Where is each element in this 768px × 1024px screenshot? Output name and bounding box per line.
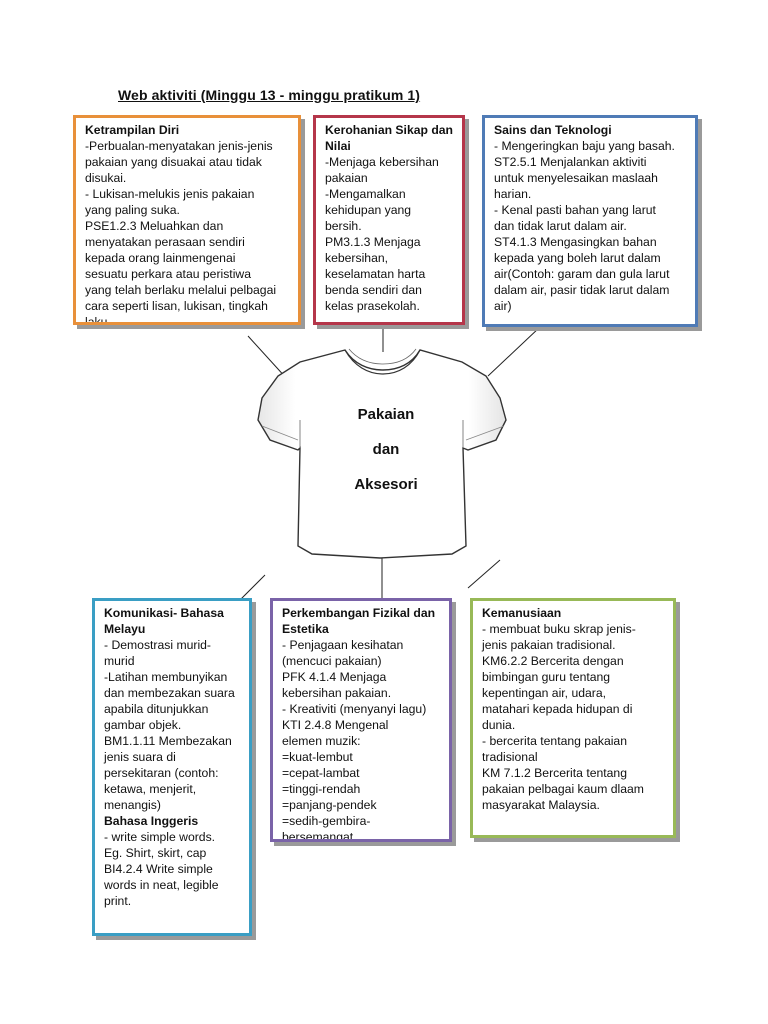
box-text-line: pakaian pelbagai kaum dlaam [482,782,644,796]
box-text-line: BM1.1.11 Membezakan [104,734,232,748]
box-text-line: apabila ditunjukkan [104,702,209,716]
box-text-line: words in neat, legible [104,878,219,892]
box-text-line: KTI 2.4.8 Mengenal [282,718,389,732]
box-text-line: PFK 4.1.4 Menjaga [282,670,387,684]
box-text-line: pakaian yang disuakai atau tidak [85,155,262,169]
box-text-line: BI4.2.4 Write simple [104,862,213,876]
box-text-line: kepada orang lainmengenai [85,251,236,265]
box-komunikasi: Komunikasi- Bahasa Melayu - Demostrasi m… [92,598,252,936]
box-text-line: laku. [85,315,111,325]
box-heading: Ketrampilan Diri [85,123,180,137]
box-text-line: elemen muzik: [282,734,361,748]
box-text-line: bersemangat [282,830,354,842]
box-text-line: kelas prasekolah. [325,299,420,313]
box-text-line: dalam air, pasir tidak larut dalam [494,283,670,297]
box-text-line: dan tidak larut dalam air. [494,219,627,233]
center-label-line3: Aksesori [354,476,418,493]
box-text-line: -Latihan membunyikan [104,670,228,684]
box-text-line: menangis) [104,798,161,812]
box-text-line: - membuat buku skrap jenis- [482,622,636,636]
center-label-line1: Pakaian [357,406,415,423]
box-text-line: PSE1.2.3 Meluahkan dan [85,219,224,233]
box-text-line: =sedih-gembira- [282,814,371,828]
box-text-line: cara seperti lisan, lukisan, tingkah [85,299,268,313]
box-text-line: - bercerita tentang pakaian [482,734,627,748]
box-text-line: murid [104,654,135,668]
box-text-line: ST4.1.3 Mengasingkan bahan [494,235,657,249]
box-text-line: kebersihan, [325,251,389,265]
box-text-line: kehidupan yang [325,203,412,217]
box-heading: Kemanusiaan [482,606,562,620]
box-heading: Sains dan Teknologi [494,123,612,137]
box-text-line: persekitaran (contoh: [104,766,219,780]
box-text-line: sesuatu perkara atau peristiwa [85,267,251,281]
box-heading: Kerohanian Sikap dan Nilai [325,123,453,153]
box-text-line: - write simple words. [104,830,216,844]
box-perkembangan-fizikal: Perkembangan Fizikal dan Estetika - Penj… [270,598,452,842]
box-text-line: dunia. [482,718,516,732]
box-text-line: tradisional [482,750,538,764]
box-text-line: PM3.1.3 Menjaga [325,235,421,249]
box-text-line: =kuat-lembut [282,750,353,764]
box-text-line: ST2.5.1 Menjalankan aktiviti [494,155,647,169]
box-text-line: masyarakat Malaysia. [482,798,600,812]
box-text-line: -Mengamalkan [325,187,406,201]
box-text-line: disukai. [85,171,127,185]
box-text-line: -Menjaga kebersihan [325,155,439,169]
box-text-line: ketawa, menjerit, [104,782,197,796]
box-text-line: - Mengeringkan baju yang basah. [494,139,675,153]
box-text-line: - Penjagaan kesihatan [282,638,404,652]
box-kemanusiaan: Kemanusiaan - membuat buku skrap jenis-j… [470,598,676,838]
box-text-line: (mencuci pakaian) [282,654,382,668]
box-text-line: kepentingan air, udara, [482,686,606,700]
box-text-line: - Demostrasi murid- [104,638,211,652]
box-text-line: =panjang-pendek [282,798,377,812]
box-text-line: yang telah berlaku melalui pelbagai [85,283,277,297]
center-label-line2: dan [372,441,400,458]
box-heading: Komunikasi- Bahasa Melayu [104,606,224,636]
box-text-line: menyatakan perasaan sendiri [85,235,245,249]
box-text-line: KM 7.1.2 Bercerita tentang [482,766,627,780]
box-sains-teknologi: Sains dan Teknologi - Mengeringkan baju … [482,115,698,327]
box-ketrampilan-diri: Ketrampilan Diri -Perbualan-menyatakan j… [73,115,301,325]
connector-top-right [487,326,541,377]
box-text-line: dan membezakan suara [104,686,235,700]
box-kerohanian-sikap-nilai: Kerohanian Sikap dan Nilai -Menjaga kebe… [313,115,465,325]
box-text-line: jenis pakaian tradisional. [482,638,616,652]
box-text-line: bimbingan guru tentang [482,670,611,684]
box-text-line: air) [494,299,512,313]
box-text-line: =cepat-lambat [282,766,360,780]
box-text-line: KM6.2.2 Bercerita dengan [482,654,624,668]
connector-bottom-left [239,574,266,601]
box-text-line: harian. [494,187,532,201]
box-text-line: matahari kepada hidupan di [482,702,633,716]
box-text-line: air(Contoh: garam dan gula larut [494,267,670,281]
box-text-line: bersih. [325,219,362,233]
connector-bottom-right [467,559,501,589]
box-subheading: Bahasa Inggeris [104,814,199,828]
box-text-line: kepada yang boleh larut dalam [494,251,661,265]
connector-top-left [247,335,289,381]
box-heading: Perkembangan Fizikal dan Estetika [282,606,436,636]
box-text-line: pakaian [325,171,368,185]
box-text-line: =tinggi-rendah [282,782,361,796]
box-text-line: print. [104,894,132,908]
box-text-line: gambar objek. [104,718,182,732]
box-text-line: - Kenal pasti bahan yang larut [494,203,656,217]
box-text-line: benda sendiri dan [325,283,422,297]
box-text-line: yang paling suka. [85,203,180,217]
box-text-line: -Perbualan-menyatakan jenis-jenis [85,139,273,153]
box-text-line: kebersihan pakaian. [282,686,392,700]
box-text-line: untuk menyelesaikan maslaah [494,171,658,185]
box-text-line: Eg. Shirt, skirt, cap [104,846,207,860]
box-text-line: jenis suara di [104,750,176,764]
box-text-line: keselamatan harta [325,267,426,281]
page-title: Web aktiviti (Minggu 13 - minggu pratiku… [118,87,421,103]
box-text-line: - Lukisan-melukis jenis pakaian [85,187,255,201]
box-text-line: - Kreativiti (menyanyi lagu) [282,702,427,716]
